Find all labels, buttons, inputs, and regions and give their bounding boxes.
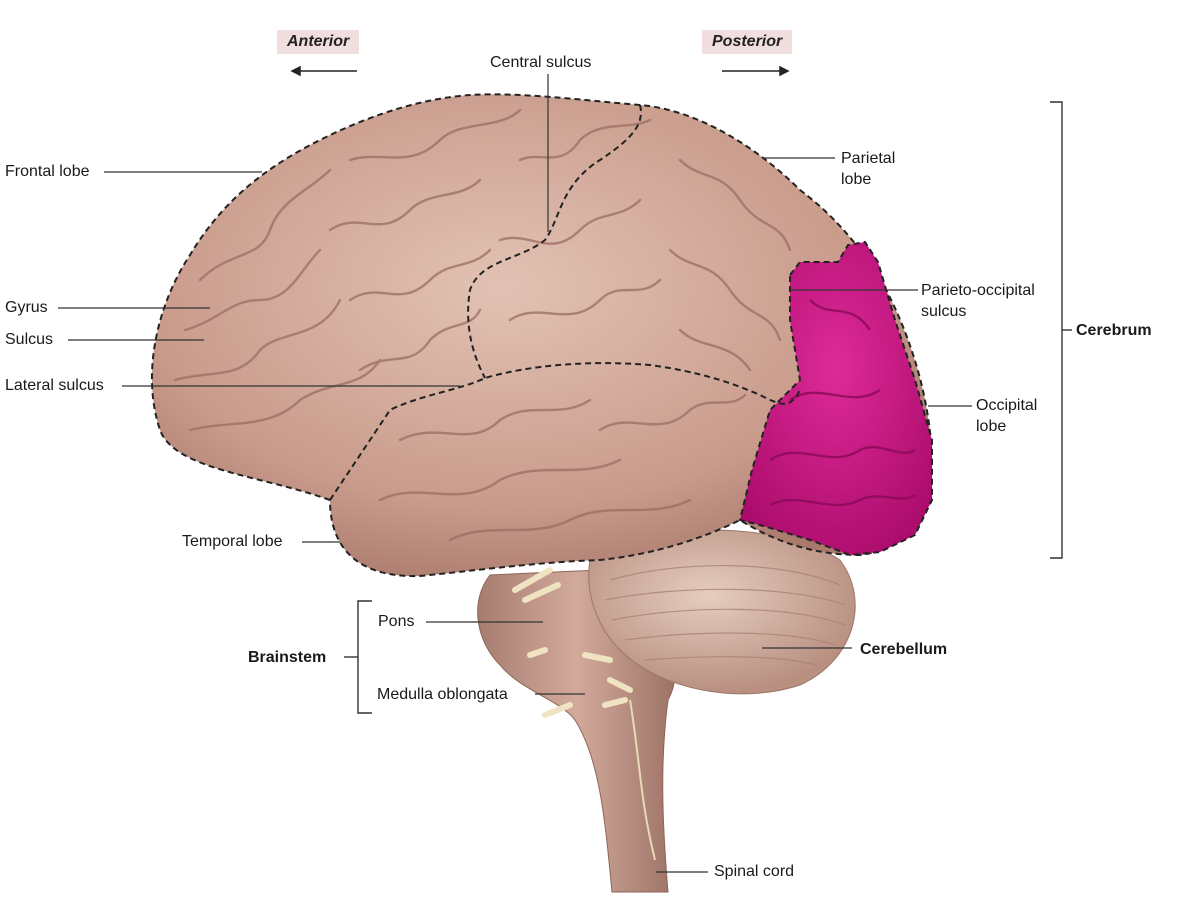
sulcus-label: Sulcus — [5, 331, 54, 348]
central-sulcus-label: Central sulcus — [490, 54, 592, 71]
lateral-sulcus-label: Lateral sulcus — [5, 377, 104, 394]
frontal-lobe-label: Frontal lobe — [5, 163, 90, 180]
temporal-lobe-label: Temporal lobe — [182, 533, 283, 550]
anterior-label: Anterior — [277, 30, 360, 54]
gyri-pattern — [173, 108, 792, 542]
orientation-arrows — [290, 65, 790, 77]
cerebellum-folia — [604, 565, 846, 666]
occipital-lobe-label-line1: Occipital — [976, 397, 1038, 414]
pons-label: Pons — [378, 613, 415, 630]
parietal-lobe-label-line1: Parietal — [841, 150, 896, 167]
lobe-boundaries — [329, 104, 801, 501]
parietal-lobe-label-line2: lobe — [841, 171, 872, 188]
posterior-label: Posterior — [702, 30, 793, 54]
parieto-occipital-sulcus-label-line2: sulcus — [921, 303, 967, 320]
cerebellum-label: Cerebellum — [860, 641, 948, 658]
brainstem-label: Brainstem — [248, 649, 327, 666]
occipital-lobe-label-line2: lobe — [976, 418, 1007, 435]
medulla-oblongata-label: Medulla oblongata — [377, 686, 508, 703]
spinal-cord-label: Spinal cord — [714, 863, 795, 880]
gyrus-label: Gyrus — [5, 299, 48, 316]
cerebrum-label: Cerebrum — [1076, 322, 1152, 339]
leader-lines — [58, 74, 972, 873]
parieto-occipital-sulcus-label-line1: Parieto-occipital — [921, 282, 1035, 299]
occipital-lobe-highlight — [738, 240, 933, 557]
cerebrum-bracket — [1050, 101, 1072, 559]
spinal-nerve-strand — [629, 699, 656, 861]
cranial-nerves — [512, 567, 633, 718]
highlight-gyri — [769, 299, 916, 507]
brainstem-bracket — [344, 600, 372, 714]
cerebrum-shape — [150, 93, 934, 578]
